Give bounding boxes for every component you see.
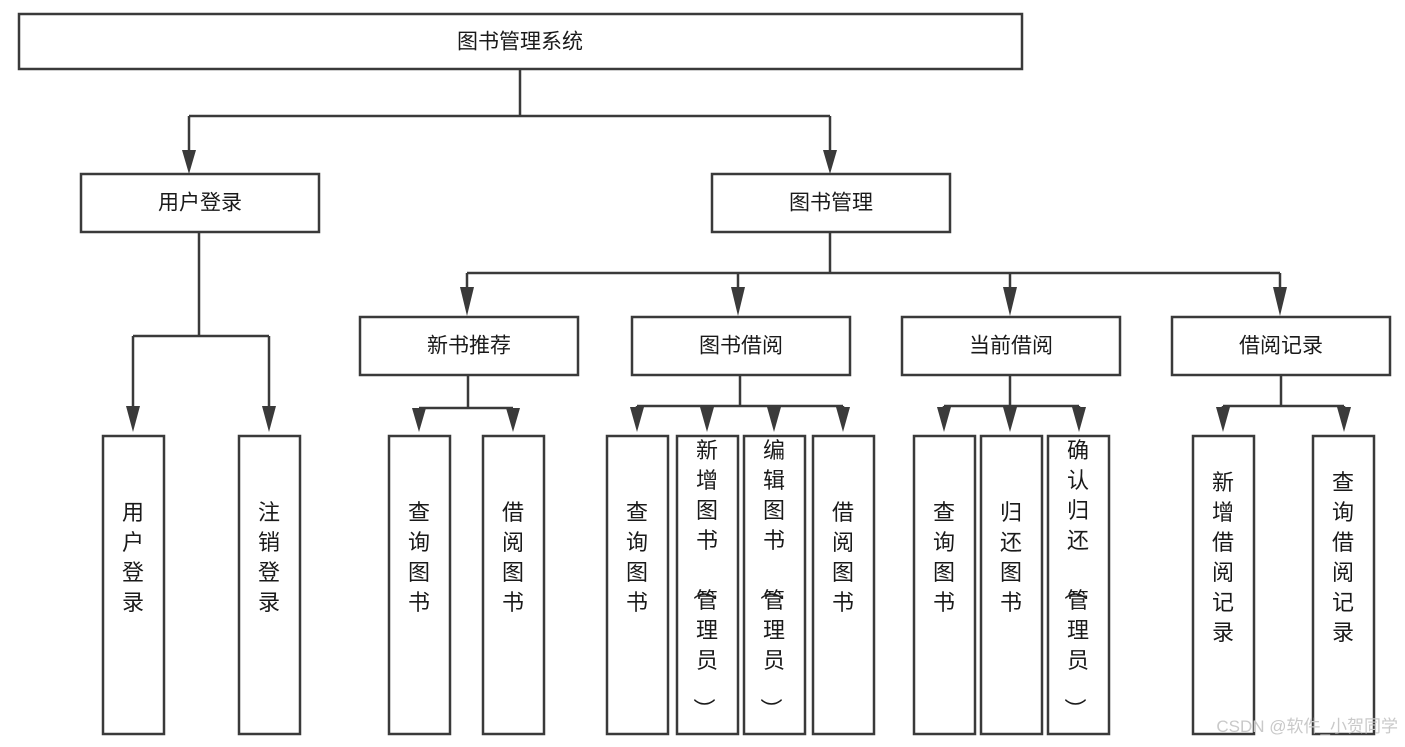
node-book-management[interactable]: 图书管理 — [710, 172, 952, 234]
leaf-add-borrow-record[interactable]: 新增借阅记录 — [1191, 434, 1256, 736]
leaf-query-borrow-record[interactable]: 查询借阅记录 — [1311, 434, 1376, 736]
node-book-management-label: 图书管理 — [789, 192, 873, 215]
connector-currentborrow-to-leaves — [937, 375, 1086, 432]
connector-userlogin-to-leaves — [126, 232, 276, 432]
node-new-book-recommend[interactable]: 新书推荐 — [358, 315, 580, 377]
connector-root-to-level2 — [182, 69, 837, 174]
node-borrow-record[interactable]: 借阅记录 — [1170, 315, 1392, 377]
leaf-borrow-book-newbook[interactable]: 借阅图书 — [481, 434, 546, 736]
node-current-borrow[interactable]: 当前借阅 — [900, 315, 1122, 377]
csdn-watermark: CSDN @软件_小贺同学 — [1216, 717, 1398, 736]
node-book-borrow[interactable]: 图书借阅 — [630, 315, 852, 377]
node-user-login-label: 用户登录 — [158, 192, 242, 215]
leaf-logout[interactable]: 注销登录 — [237, 434, 302, 736]
leaf-query-book-newbook-label: 查询图书 — [408, 500, 430, 615]
leaf-query-book-current-label: 查询图书 — [933, 500, 955, 615]
node-book-borrow-label: 图书借阅 — [699, 335, 783, 358]
connector-bookborrow-to-leaves — [630, 375, 850, 432]
leaf-query-book-current[interactable]: 查询图书 — [912, 434, 977, 736]
node-user-login[interactable]: 用户登录 — [79, 172, 321, 234]
leaf-borrow-book-borrow-label: 借阅图书 — [832, 500, 854, 615]
leaf-add-borrow-record-label: 新增借阅记录 — [1212, 470, 1234, 645]
leaf-edit-book-admin[interactable]: 编辑图书（管理员） — [742, 434, 807, 736]
node-new-book-recommend-label: 新书推荐 — [427, 335, 511, 358]
leaf-return-book[interactable]: 归还图书 — [979, 434, 1044, 736]
leaf-edit-book-admin-label: 编辑图书（管理员） — [758, 438, 785, 720]
leaf-return-book-label: 归还图书 — [1000, 500, 1022, 615]
node-borrow-record-label: 借阅记录 — [1239, 335, 1323, 358]
node-root-book-management-system[interactable]: 图书管理系统 — [17, 12, 1024, 71]
leaf-user-login[interactable]: 用户登录 — [101, 434, 166, 736]
leaf-user-login-label: 用户登录 — [122, 500, 144, 615]
leaf-confirm-return-admin-label: 确认归还（管理员） — [1062, 438, 1089, 720]
node-current-borrow-label: 当前借阅 — [969, 335, 1053, 358]
node-root-label: 图书管理系统 — [457, 31, 583, 54]
connector-borrowrecord-to-leaves — [1216, 375, 1351, 432]
connector-newbook-to-leaves — [412, 375, 520, 432]
leaf-query-book-borrow[interactable]: 查询图书 — [605, 434, 670, 736]
leaf-add-book-admin[interactable]: 新增图书（管理员） — [675, 434, 740, 736]
leaf-confirm-return-admin[interactable]: 确认归还（管理员） — [1046, 434, 1111, 736]
leaf-logout-label: 注销登录 — [258, 500, 280, 615]
leaf-query-borrow-record-label: 查询借阅记录 — [1332, 470, 1354, 645]
leaf-borrow-book-newbook-label: 借阅图书 — [502, 500, 524, 615]
leaf-add-book-admin-label: 新增图书（管理员） — [691, 438, 718, 720]
leaf-query-book-newbook[interactable]: 查询图书 — [387, 434, 452, 736]
connector-bookmgmt-to-level3 — [460, 232, 1287, 316]
leaf-query-book-borrow-label: 查询图书 — [626, 500, 648, 615]
leaf-borrow-book-borrow[interactable]: 借阅图书 — [811, 434, 876, 736]
